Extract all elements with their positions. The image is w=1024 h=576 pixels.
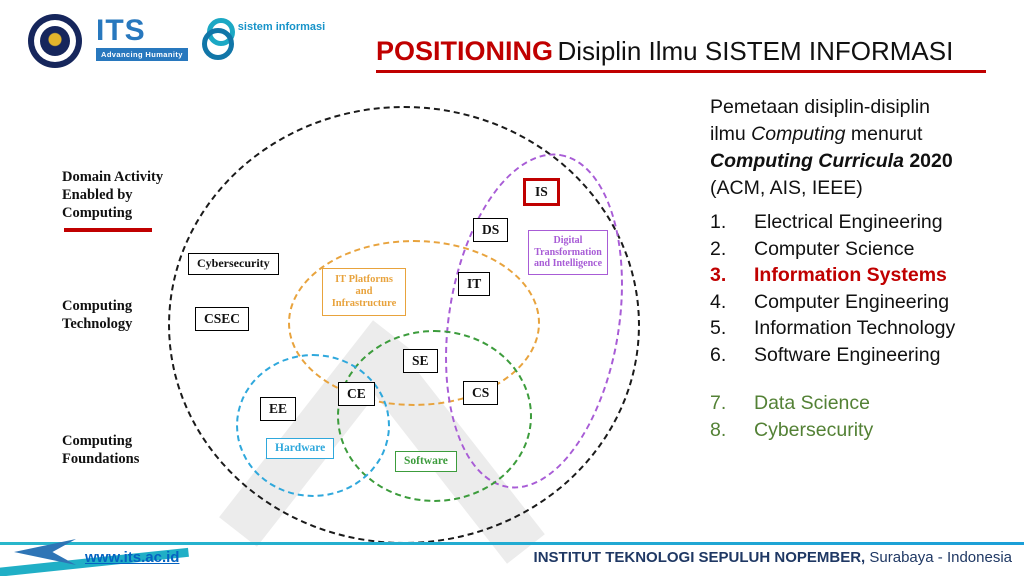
list-number: 1. <box>710 211 727 233</box>
list-number: 3. <box>710 264 727 286</box>
node-csec: CSEC <box>195 307 250 331</box>
list-item-computer-engineering: 4. Computer Engineering <box>710 289 1018 316</box>
its-tagline: Advancing Humanity <box>96 48 188 61</box>
hardware-ellipse <box>236 354 390 497</box>
list-label: Electrical Engineering <box>754 211 943 233</box>
axis-label-computing-foundations: Computing Foundations <box>62 433 140 468</box>
sistem-informasi-glyph-icon <box>201 18 235 62</box>
node-cs: CS <box>463 381 499 405</box>
its-emblem-logo <box>28 14 82 68</box>
node-is-highlighted: IS <box>523 178 560 206</box>
institute-name-bold: INSTITUT TEKNOLOGI SEPULUH NOPEMBER, <box>533 549 866 566</box>
list-number: 5. <box>710 317 727 339</box>
list-number: 7. <box>710 392 727 414</box>
intro-line-4: (ACM, AIS, IEEE) <box>710 177 863 199</box>
list-label: Computer Engineering <box>754 290 950 313</box>
node-ce: CE <box>338 382 375 406</box>
its-wordmark: ITS <box>96 14 146 47</box>
title-rest: Disiplin Ilmu SISTEM INFORMASI <box>557 36 954 66</box>
right-panel: Pemetaan disiplin-disiplin ilmu Computin… <box>710 94 1018 443</box>
intro-line-2-italic: Computing <box>751 123 846 145</box>
list-item-cybersecurity: 8. Cybersecurity <box>710 417 1018 444</box>
its-emblem-core <box>40 26 70 56</box>
sistem-informasi-logo: sistem informasi <box>201 18 326 62</box>
axis-label-computing-technology: Computing Technology <box>62 298 133 333</box>
list-label: Data Science <box>754 392 870 414</box>
node-digital-transformation: Digital Transformation and Intelligence <box>528 230 608 275</box>
its-emblem-ring <box>34 20 76 62</box>
sistem-informasi-label: sistem informasi <box>237 21 326 33</box>
list-item-information-systems: 3. Information Systems <box>710 262 1018 289</box>
footer-divider-line <box>0 542 1024 545</box>
list-number: 2. <box>710 237 727 260</box>
title-highlight: POSITIONING <box>376 36 554 66</box>
intro-line-2-post: menurut <box>845 123 923 145</box>
institute-name-rest: Surabaya - Indonesia <box>865 549 1012 566</box>
list-item-software-engineering: 6. Software Engineering <box>710 342 1018 369</box>
node-hardware: Hardware <box>266 438 335 460</box>
discipline-list: 1. Electrical Engineering 2. Computer Sc… <box>710 209 1018 443</box>
list-number: 8. <box>710 418 727 441</box>
node-it: IT <box>458 272 491 296</box>
list-label: Software Engineering <box>754 343 941 366</box>
node-ds: DS <box>473 218 509 242</box>
list-gap <box>710 368 1018 390</box>
logo-row: ITS Advancing Humanity sistem informasi <box>28 14 325 68</box>
list-item-data-science: 7. Data Science <box>710 390 1018 417</box>
node-software: Software <box>395 451 457 473</box>
list-item-computer-science: 2. Computer Science <box>710 236 1018 263</box>
list-label: Information Systems <box>754 264 947 286</box>
list-item-electrical-engineering: 1. Electrical Engineering <box>710 209 1018 236</box>
list-item-information-technology: 5. Information Technology <box>710 315 1018 342</box>
page-title: POSITIONING Disiplin Ilmu SISTEM INFORMA… <box>376 36 988 67</box>
intro-line-3: Computing Curricula 2020 <box>710 148 1018 175</box>
list-label: Information Technology <box>754 317 956 339</box>
intro-line-2-pre: ilmu <box>710 123 752 145</box>
intro-line-1: Pemetaan disiplin-disiplin <box>710 96 931 118</box>
node-ee: EE <box>260 397 297 421</box>
node-cybersecurity: Cybersecurity <box>188 253 279 275</box>
list-number: 6. <box>710 343 727 366</box>
axis-label-domain-activity: Domain Activity Enabled by Computing <box>62 169 164 222</box>
its-website-link[interactable]: www.its.ac.id <box>85 549 180 566</box>
list-label: Cybersecurity <box>754 418 874 441</box>
node-it-platforms: IT Platforms and Infrastructure <box>322 268 406 317</box>
its-wordmark-logo: ITS Advancing Humanity <box>96 16 188 61</box>
list-label: Computer Science <box>754 237 915 260</box>
institute-name: INSTITUT TEKNOLOGI SEPULUH NOPEMBER, Sur… <box>534 549 1012 566</box>
intro-line-3-bold-italic: Computing Curricula <box>710 150 904 172</box>
intro-line-2: ilmu Computing menurut <box>710 121 1018 148</box>
node-se: SE <box>403 349 438 373</box>
intro-line-3-bold: 2020 <box>903 150 953 172</box>
title-underline <box>376 70 986 73</box>
list-number: 4. <box>710 290 727 313</box>
axis-label-red-underline <box>64 228 152 232</box>
